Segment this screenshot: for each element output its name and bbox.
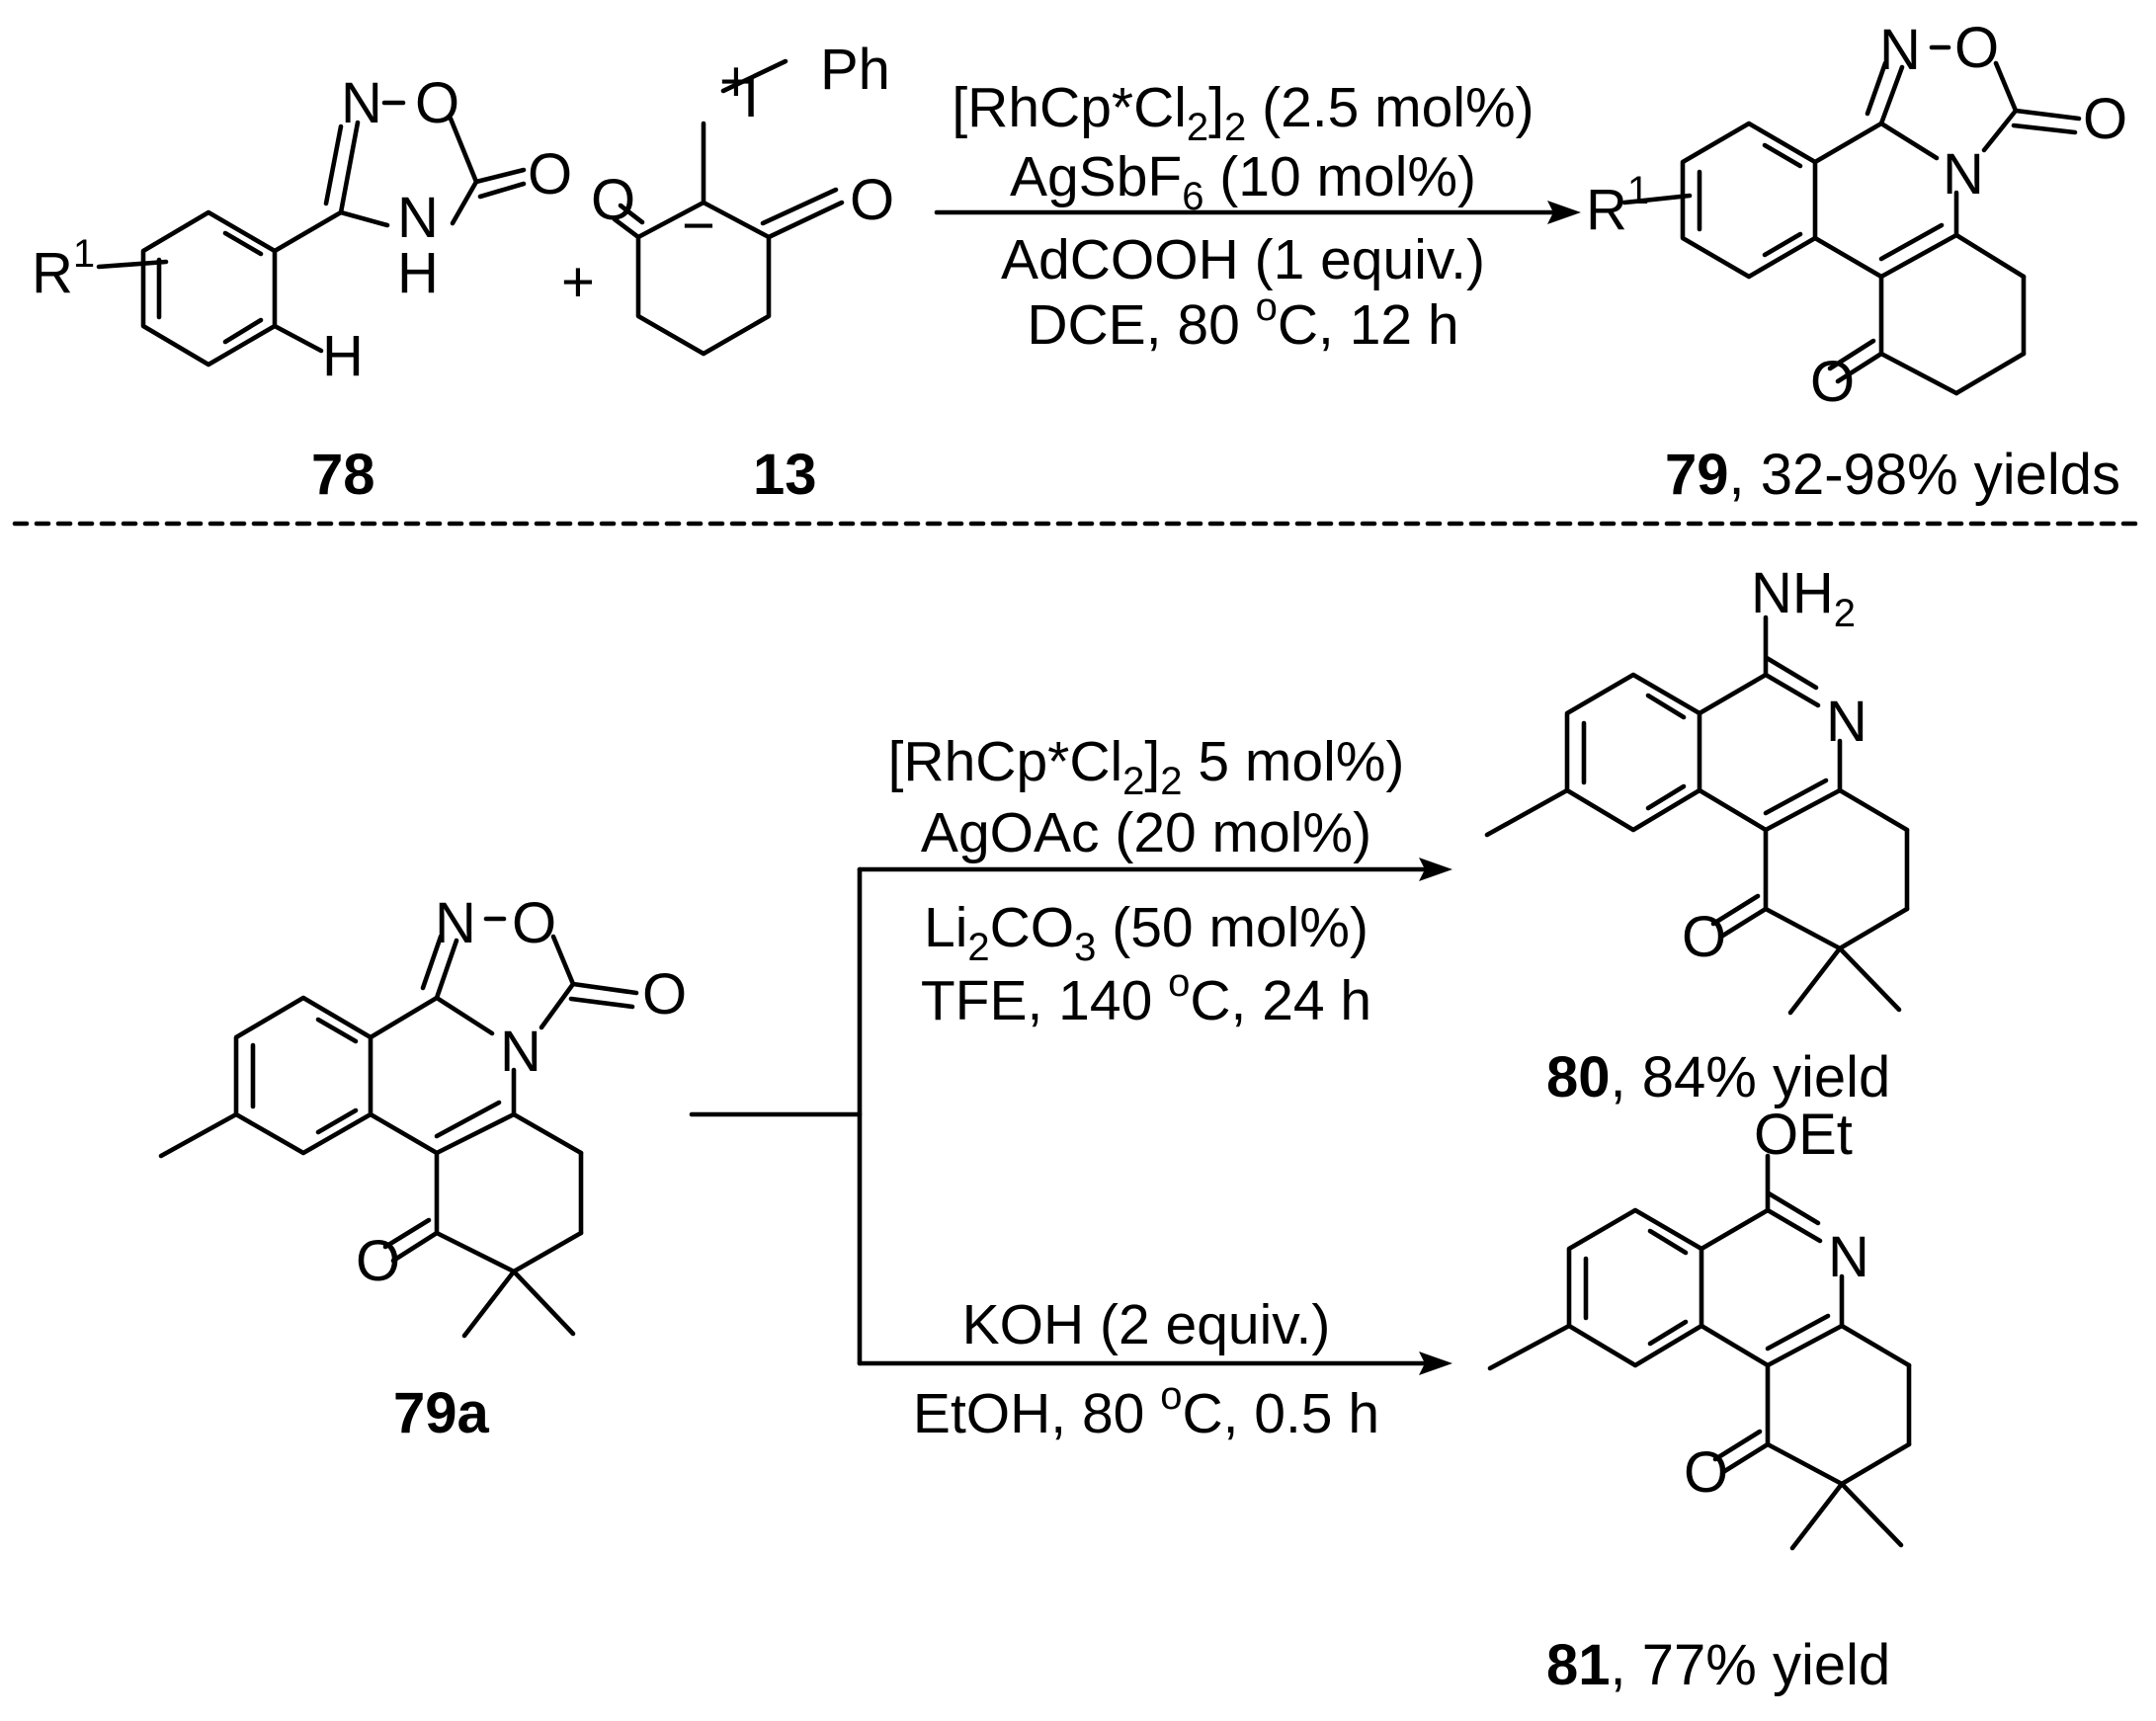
atom-N-top: N bbox=[1879, 18, 1921, 82]
charge-plus: + bbox=[719, 49, 753, 114]
atom-H: H bbox=[322, 324, 364, 388]
product-80-label: 80, 84% yield bbox=[1546, 1045, 1890, 1109]
upper-cond-line3: Li2CO3 (50 mol%) bbox=[924, 896, 1368, 969]
atom-N: N bbox=[341, 71, 382, 135]
upper-conditions: [RhCp*Cl2]2 5 mol%) AgOAc (20 mol%) Li2C… bbox=[888, 730, 1405, 1032]
r1-label: R1 bbox=[32, 232, 95, 305]
compound-80: NH2 N O 80, 84% yield bbox=[1484, 561, 1910, 1109]
compound-79: N O O N O R1 79, 32-98% yields bbox=[1586, 16, 2127, 507]
atom-O-carbonyl: O bbox=[642, 962, 687, 1026]
charge-minus: − bbox=[682, 194, 715, 258]
atom-O-left: O bbox=[591, 168, 635, 232]
compound-78: N O O N H H R1 78 bbox=[32, 71, 572, 507]
branch-arrows bbox=[689, 858, 1452, 1375]
lower-conditions: KOH (2 equiv.) EtOH, 80 oC, 0.5 h bbox=[913, 1293, 1379, 1445]
product-79-label: 79, 32-98% yields bbox=[1665, 443, 2120, 507]
atom-NH2: NH2 bbox=[1751, 561, 1856, 635]
top-cond-line2: AgSbF6 (10 mol%) bbox=[1010, 145, 1476, 218]
compound-81: OEt N O 81, 77% yield bbox=[1487, 1103, 1912, 1697]
product-81-label: 81, 77% yield bbox=[1546, 1633, 1890, 1697]
atom-OEt: OEt bbox=[1754, 1103, 1853, 1167]
atom-O-ketone: O bbox=[356, 1229, 400, 1293]
lower-cond-line2: EtOH, 80 oC, 0.5 h bbox=[913, 1374, 1379, 1445]
atom-N: N bbox=[1826, 690, 1867, 754]
atom-NH-N: N bbox=[397, 186, 439, 250]
r1-label: R1 bbox=[1586, 169, 1649, 242]
atom-O-ring: O bbox=[512, 891, 556, 955]
atom-NH-H: H bbox=[397, 241, 439, 305]
top-cond-line4: DCE, 80 oC, 12 h bbox=[1027, 286, 1458, 357]
compound-label-13: 13 bbox=[753, 443, 817, 507]
atom-N-ring: N bbox=[1943, 142, 1984, 206]
compound-79a: N O O N O 79a bbox=[158, 891, 687, 1445]
atom-I: I bbox=[743, 65, 759, 129]
atom-Ph: Ph bbox=[820, 38, 890, 102]
lower-cond-line1: KOH (2 equiv.) bbox=[962, 1293, 1331, 1356]
upper-cond-line4: TFE, 140 oC, 24 h bbox=[921, 961, 1371, 1032]
atom-O-right: O bbox=[850, 168, 894, 232]
atom-O-ketone: O bbox=[1682, 905, 1726, 969]
atom-N-top: N bbox=[435, 891, 476, 955]
top-conditions: [RhCp*Cl2]2 (2.5 mol%) AgSbF6 (10 mol%) … bbox=[952, 76, 1534, 357]
compound-label-79a: 79a bbox=[393, 1381, 490, 1445]
top-cond-line3: AdCOOH (1 equiv.) bbox=[1001, 228, 1485, 291]
upper-cond-line2: AgOAc (20 mol%) bbox=[921, 801, 1371, 864]
atom-O-ring: O bbox=[1954, 16, 1999, 80]
compound-label-78: 78 bbox=[311, 443, 375, 507]
atom-O-ketone: O bbox=[1684, 1440, 1728, 1505]
atom-O-carbonyl: O bbox=[528, 142, 572, 206]
atom-O-ring: O bbox=[415, 71, 459, 135]
upper-cond-line1: [RhCp*Cl2]2 5 mol%) bbox=[888, 730, 1405, 803]
top-cond-line1: [RhCp*Cl2]2 (2.5 mol%) bbox=[952, 76, 1534, 149]
compound-13: + I Ph − O O 13 bbox=[591, 38, 894, 507]
atom-N: N bbox=[1828, 1225, 1869, 1289]
atom-O-carbonyl: O bbox=[2083, 87, 2127, 151]
atom-N-ring: N bbox=[500, 1020, 541, 1084]
atom-O-ketone: O bbox=[1810, 350, 1855, 414]
plus-sign: + bbox=[561, 250, 595, 314]
top-arrow bbox=[934, 201, 1581, 224]
